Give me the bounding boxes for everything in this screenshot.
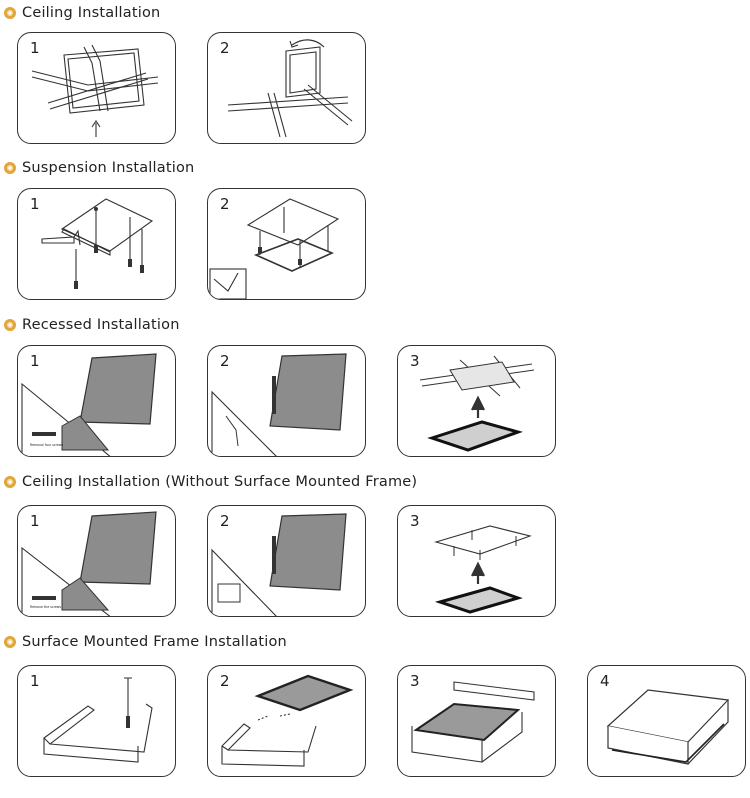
step-number: 1 [30,352,40,370]
suspension-step-1-panel: 1 [17,188,176,300]
step-number: 1 [30,512,40,530]
ceiling-step-2-panel: 2 [207,32,366,144]
section-title: Ceiling Installation [22,5,161,21]
without-frame-step-3-panel: 3 [397,505,556,617]
remove-screws-label: Remove the screws [30,605,61,609]
remove-screws-label: Removal four screws [30,443,63,447]
section-suspension-installation: Suspension Installation [4,158,194,178]
recessed-step-3-illustration [419,355,535,452]
frame-step-1-illustration [43,677,153,763]
section-title: Ceiling Installation (Without Surface Mo… [22,474,418,490]
step-number: 1 [30,672,40,690]
step-number: 2 [220,512,230,530]
section-bullet-icon [4,476,16,488]
section-title: Surface Mounted Frame Installation [22,634,287,650]
step-number: 2 [220,39,230,57]
without-frame-step-1-illustration: Remove the screws [21,511,157,616]
without-frame-step-2-illustration [211,513,347,616]
step-number: 2 [220,672,230,690]
frame-step-1-panel: 1 [17,665,176,777]
step-number: 1 [30,195,40,213]
step-number: 3 [410,512,420,530]
suspension-step-1-illustration [41,198,154,289]
suspension-step-2-illustration [209,198,340,299]
section-bullet-icon [4,636,16,648]
step-number: 3 [410,352,420,370]
frame-step-3-panel: 3 [397,665,556,777]
ceiling-step-2-illustration [227,39,353,138]
without-frame-step-3-illustration [433,525,532,614]
ceiling-step-1-panel: 1 [17,32,176,144]
section-ceiling-installation: Ceiling Installation [4,3,160,23]
recessed-step-1-panel: 1 Removal four screws [17,345,176,457]
section-title: Recessed Installation [22,317,180,333]
recessed-step-1-illustration: Removal four screws [21,353,157,456]
without-frame-step-2-panel: 2 [207,505,366,617]
frame-step-2-panel: 2 [207,665,366,777]
suspension-step-2-panel: 2 [207,188,366,300]
recessed-step-2-panel: 2 [207,345,366,457]
step-number: 3 [410,672,420,690]
section-title: Suspension Installation [22,160,195,176]
step-number: 1 [30,39,40,57]
section-recessed-installation: Recessed Installation [4,315,180,335]
section-bullet-icon [4,319,16,331]
section-surface-mounted-frame: Surface Mounted Frame Installation [4,632,287,652]
without-frame-step-1-panel: 1 Remove the screws [17,505,176,617]
recessed-step-3-panel: 3 [397,345,556,457]
ceiling-step-1-illustration [31,44,159,137]
step-number: 2 [220,352,230,370]
frame-step-3-illustration [411,681,535,763]
section-ceiling-without-frame: Ceiling Installation (Without Surface Mo… [4,472,417,492]
frame-step-4-panel: 4 [587,665,746,777]
recessed-step-2-illustration [211,353,347,456]
frame-step-2-illustration [221,674,354,767]
frame-step-4-illustration [606,689,730,765]
step-number: 2 [220,195,230,213]
section-bullet-icon [4,162,16,174]
section-bullet-icon [4,7,16,19]
step-number: 4 [600,672,610,690]
